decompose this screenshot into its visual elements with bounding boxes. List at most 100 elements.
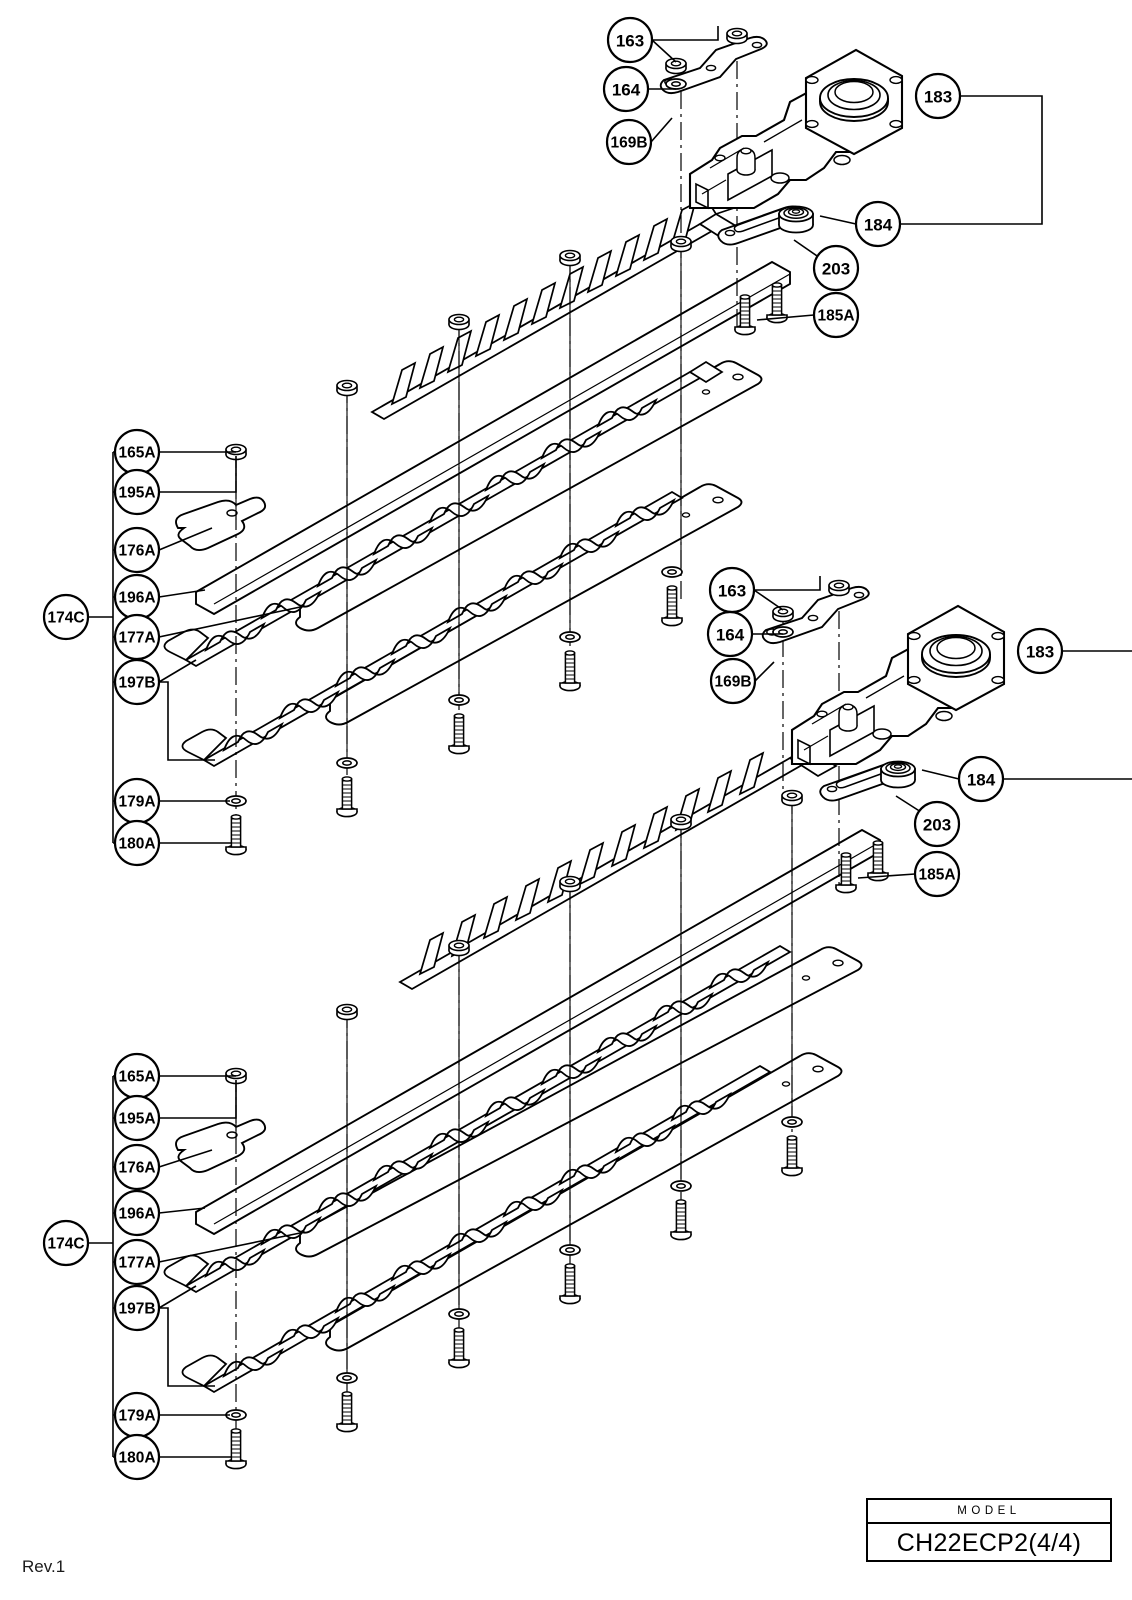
callout-169b-mounting-plate[interactable]: 169B: [605, 118, 653, 166]
callout-circle: [113, 1094, 161, 1142]
callout-196a-guide-bar[interactable]: 196A: [113, 573, 161, 621]
guide-bar-196A: [195, 260, 791, 616]
callout-label: 176A: [118, 1160, 155, 1177]
callout-176a-blade-guard[interactable]: 176A: [113, 1143, 161, 1191]
callout-label: 203: [923, 816, 951, 835]
callout-circle: [113, 1433, 161, 1481]
blade-guard-176A: [175, 1118, 267, 1174]
callout-label: 169B: [610, 135, 647, 152]
callout-183-gear-case[interactable]: 183: [914, 72, 962, 120]
callout-169b-mounting-plate[interactable]: 169B: [709, 657, 757, 705]
lock-nut-165A: [670, 813, 692, 831]
model-header: MODEL: [868, 1500, 1110, 1524]
callout-circle: [709, 657, 757, 705]
model-header-label: MODEL: [957, 1505, 1021, 1517]
callout-179a-washer[interactable]: 179A: [113, 1391, 161, 1439]
stack-leaders-upper: [235, 248, 682, 760]
callout-203-clamp-plate[interactable]: 203: [913, 800, 961, 848]
callout-label: 165A: [118, 1069, 155, 1086]
callout-label: 184: [967, 771, 996, 790]
callout-circle: [113, 1189, 161, 1237]
callout-185a-tapping-screw[interactable]: 185A: [913, 850, 961, 898]
callout-circle: [913, 800, 961, 848]
callout-label: 174C: [47, 610, 84, 627]
callout-197b-blade-lower[interactable]: 197B: [113, 1284, 161, 1332]
callout-185a-tapping-screw[interactable]: 185A: [812, 291, 860, 339]
callout-180a-screw[interactable]: 180A: [113, 1433, 161, 1481]
blade-support-177A: [295, 946, 863, 1258]
callout-203-clamp-plate[interactable]: 203: [812, 244, 860, 292]
callout-165a-lock-nut[interactable]: 165A: [113, 1052, 161, 1100]
blade-support-lower-177A: [325, 1052, 843, 1352]
callout-184-bushing[interactable]: 184: [957, 755, 1005, 803]
callout-196a-guide-bar[interactable]: 196A: [113, 1189, 161, 1237]
callout-163-hex-nut[interactable]: 163: [606, 16, 654, 64]
cutter-blade-197B-upper: [163, 360, 724, 668]
callout-177a-blade-support[interactable]: 177A: [113, 613, 161, 661]
callout-circle: [913, 850, 961, 898]
callout-circle: [113, 1284, 161, 1332]
callout-195a-blade-upper[interactable]: 195A: [113, 468, 161, 516]
flat-washer-164: [665, 78, 687, 90]
callout-label: 183: [924, 88, 952, 107]
callout-label: 197B: [118, 1301, 155, 1318]
callout-184-bushing[interactable]: 184: [854, 200, 902, 248]
callout-circle: [602, 65, 650, 113]
callout-label: 184: [864, 216, 893, 235]
callout-165a-lock-nut[interactable]: 165A: [113, 428, 161, 476]
callout-174c-assembly-bracket[interactable]: 174C: [42, 1219, 90, 1267]
washer-179A: [336, 1372, 358, 1384]
callout-164-flat-washer[interactable]: 164: [602, 65, 650, 113]
callout-circle: [113, 658, 161, 706]
callout-164-flat-washer[interactable]: 164: [706, 610, 754, 658]
callout-label: 174C: [47, 1236, 84, 1253]
callout-174c-assembly-bracket[interactable]: 174C: [42, 593, 90, 641]
callout-183-gear-case[interactable]: 183: [1016, 627, 1064, 675]
cutter-blade-197B-upper: [163, 944, 792, 1294]
hex-nut-163: [772, 605, 794, 623]
bushing-184: [778, 205, 814, 234]
hex-nut-163: [726, 27, 748, 45]
lock-nut-165A: [670, 235, 692, 253]
lock-nut-165A: [336, 1003, 358, 1021]
callout-label: 183: [1026, 643, 1054, 662]
callout-195a-blade-upper[interactable]: 195A: [113, 1094, 161, 1142]
callout-label: 185A: [918, 867, 955, 884]
callout-197b-blade-lower[interactable]: 197B: [113, 658, 161, 706]
revision-label: Rev.1: [22, 1557, 66, 1576]
callout-bubbles: 165A195A176A196A177A197B179A180A16316416…: [42, 16, 1064, 1481]
callout-label: 169B: [714, 674, 751, 691]
washer-179A: [670, 1180, 692, 1192]
callout-circle: [605, 118, 653, 166]
washer-179A: [559, 631, 581, 643]
callout-circle: [957, 755, 1005, 803]
upper-blade-assembly: [163, 27, 904, 856]
callout-circle: [113, 1143, 161, 1191]
lock-nut-165A: [448, 939, 470, 957]
washer-179A: [448, 694, 470, 706]
model-value-row: CH22ECP2(4/4): [868, 1524, 1110, 1562]
callout-label: 163: [616, 32, 644, 51]
callout-label: 180A: [118, 1450, 155, 1467]
lock-nut-165A: [448, 313, 470, 331]
callout-179a-washer[interactable]: 179A: [113, 777, 161, 825]
lock-nut-165A: [559, 249, 581, 267]
lock-nut-165A: [336, 379, 358, 397]
callout-circle: [606, 16, 654, 64]
blade-guard-176A: [175, 496, 267, 552]
lock-nut-165A: [781, 789, 803, 807]
callout-label: 195A: [118, 485, 155, 502]
lock-nut-165A: [559, 875, 581, 893]
washer-179A: [448, 1308, 470, 1320]
callout-177a-blade-support[interactable]: 177A: [113, 1238, 161, 1286]
callout-label: 165A: [118, 445, 155, 462]
callout-180a-screw[interactable]: 180A: [113, 819, 161, 867]
callout-163-hex-nut[interactable]: 163: [708, 566, 756, 614]
callout-176a-blade-guard[interactable]: 176A: [113, 526, 161, 574]
washer-179A: [661, 566, 683, 578]
lower-blade-assembly: [163, 579, 1006, 1470]
callout-circle: [42, 593, 90, 641]
callout-circle: [113, 468, 161, 516]
cutter-blade-197B-lower: [181, 490, 684, 768]
